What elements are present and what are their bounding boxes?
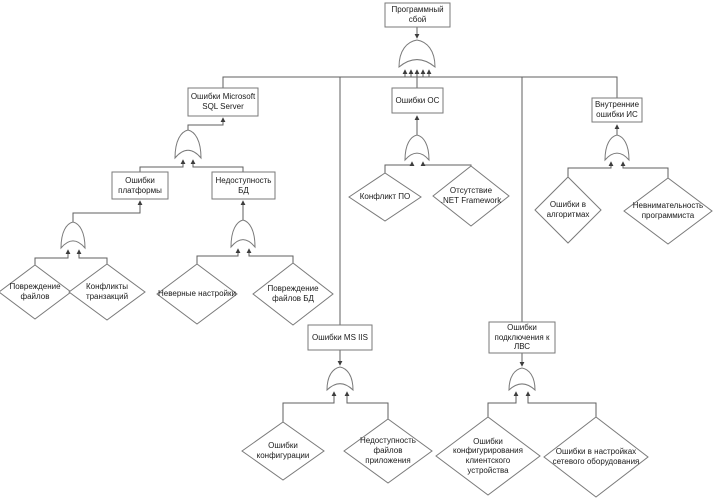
or-gate-top — [398, 39, 436, 69]
diamond-wrong-settings — [156, 263, 238, 325]
event-boxes — [111, 2, 643, 354]
diamond-db-file-damage — [252, 262, 334, 326]
connector-appfiles-to-gate — [344, 391, 389, 420]
connector-db-to-sqlgate — [190, 159, 244, 172]
basic-event-diamonds — [0, 165, 713, 498]
event-box-sql — [187, 87, 259, 117]
connector-iis-to-topgate — [339, 69, 414, 325]
connector-sqlgate-to-sql — [187, 117, 226, 130]
or-gate-sql — [174, 129, 202, 160]
or-gate-iis — [326, 366, 354, 392]
or-gate-internal — [604, 134, 630, 162]
diamond-software-conflict — [348, 172, 422, 222]
connector-platform-to-sqlgate — [139, 159, 186, 172]
connector-filedamage-to-gate — [34, 249, 71, 266]
diamond-net-framework — [432, 165, 510, 227]
connector-platformgate-to-platform — [72, 200, 143, 222]
connector-algorithms-to-gate — [567, 161, 614, 178]
or-gates — [60, 39, 630, 392]
connector-configerrors-to-gate — [282, 391, 337, 422]
or-gate-db — [230, 219, 256, 249]
connector-sql-to-topgate — [222, 69, 408, 88]
connector-netframework-to-gate — [420, 161, 472, 167]
diamond-transaction-conflicts — [68, 263, 146, 321]
or-gate-lvs — [508, 367, 536, 392]
connector-inattention-to-gate — [620, 161, 669, 178]
connector-dbfiledamage-to-gate — [246, 248, 294, 263]
event-box-os — [391, 87, 444, 114]
event-box-iis — [307, 324, 373, 351]
connector-softwareconflict-to-gate — [384, 161, 415, 173]
or-gate-platform — [60, 221, 86, 250]
diamond-config-errors — [241, 421, 325, 481]
event-box-platform — [111, 171, 169, 200]
or-gate-os — [404, 134, 430, 162]
diamond-client-device-config — [435, 416, 541, 496]
connector-clientdevice-to-gate — [487, 391, 519, 417]
event-box-internal — [591, 97, 643, 123]
diamond-programmer-inattention — [623, 177, 713, 245]
event-box-db — [211, 171, 276, 200]
connector-wrongsettings-to-gate — [196, 248, 241, 264]
diamond-algorithm-errors — [534, 176, 602, 244]
connector-transactions-to-gate — [76, 249, 108, 265]
diamond-network-equipment-settings — [543, 416, 649, 498]
diamond-app-files-unavailable — [343, 418, 433, 484]
diamond-file-damage — [0, 264, 72, 320]
event-box-root — [384, 2, 451, 28]
event-box-lvs — [488, 321, 556, 354]
connector-networkequipment-to-gate — [525, 391, 597, 417]
connector-lines — [34, 27, 669, 422]
connector-internal-to-topgate — [426, 69, 618, 98]
